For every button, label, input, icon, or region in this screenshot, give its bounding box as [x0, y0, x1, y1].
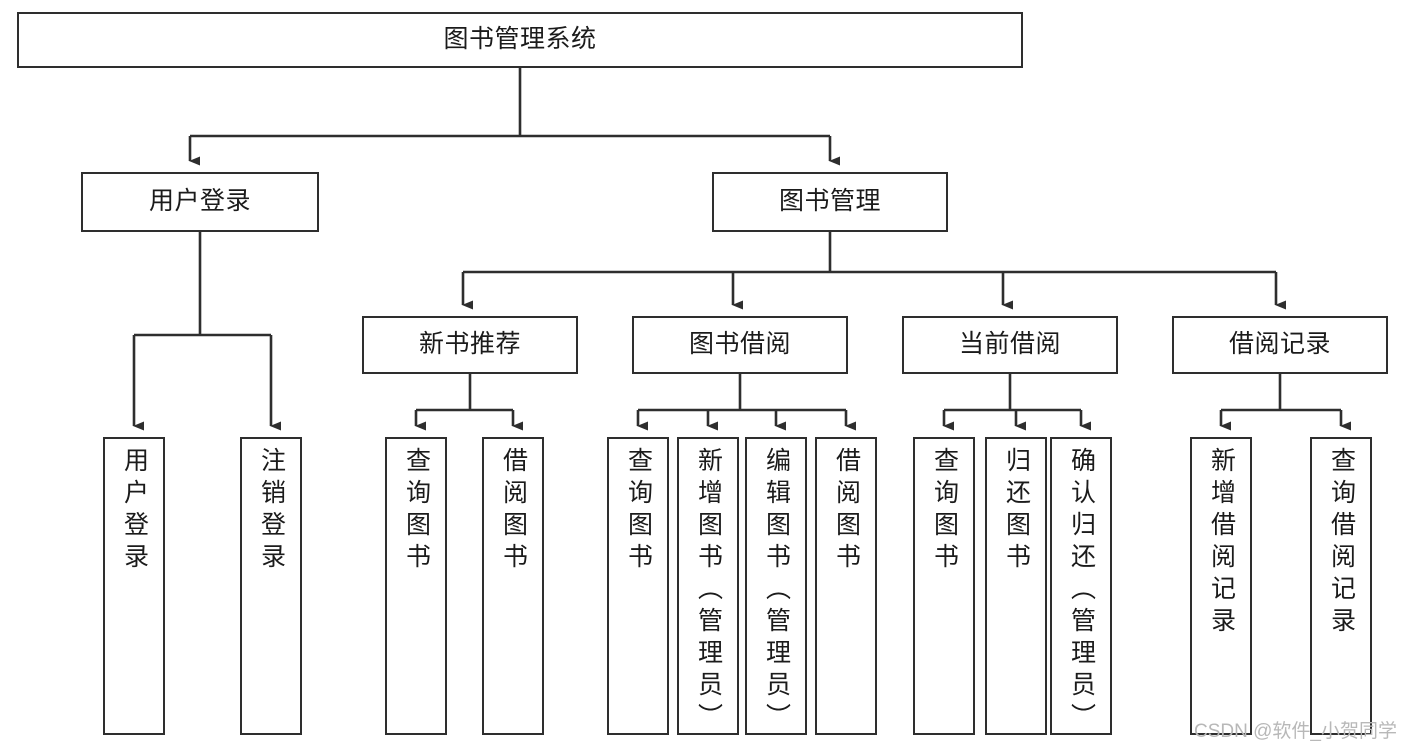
- node-user-login[interactable]: 用户登录: [81, 172, 319, 232]
- node-label-new-book-rec: 新书推荐: [418, 330, 521, 359]
- node-book-borrow[interactable]: 图书借阅: [632, 316, 848, 374]
- node-label-book-manage: 图书管理: [778, 187, 881, 216]
- node-label-root: 图书管理系统: [443, 25, 597, 54]
- node-leaf-user-login[interactable]: 用户登录: [103, 437, 165, 735]
- node-current-borrow[interactable]: 当前借阅: [902, 316, 1118, 374]
- node-leaf-user-logout[interactable]: 注销登录: [240, 437, 302, 735]
- node-label-leaf-user-login: 用户登录: [120, 447, 149, 575]
- node-leaf-borrow-book-2[interactable]: 借阅图书: [815, 437, 877, 735]
- node-label-leaf-edit-book: 编辑图书（管理员）: [762, 447, 791, 735]
- node-label-leaf-add-book: 新增图书（管理员）: [694, 447, 723, 735]
- node-label-user-login: 用户登录: [148, 187, 251, 216]
- node-label-leaf-query-book-1: 查询图书: [402, 447, 431, 575]
- node-label-leaf-query-book-3: 查询图书: [930, 447, 959, 575]
- node-leaf-add-book[interactable]: 新增图书（管理员）: [677, 437, 739, 735]
- node-label-book-borrow: 图书借阅: [688, 330, 791, 359]
- node-label-leaf-borrow-book-1: 借阅图书: [499, 447, 528, 575]
- node-label-borrow-record: 借阅记录: [1228, 330, 1331, 359]
- node-label-leaf-borrow-book-2: 借阅图书: [832, 447, 861, 575]
- connector-paths: [132, 68, 1351, 431]
- node-new-book-rec[interactable]: 新书推荐: [362, 316, 578, 374]
- node-leaf-query-record[interactable]: 查询借阅记录: [1310, 437, 1372, 735]
- node-book-manage[interactable]: 图书管理: [712, 172, 948, 232]
- node-leaf-query-book-2[interactable]: 查询图书: [607, 437, 669, 735]
- node-label-leaf-add-record: 新增借阅记录: [1207, 447, 1236, 639]
- node-leaf-add-record[interactable]: 新增借阅记录: [1190, 437, 1252, 735]
- node-label-leaf-query-book-2: 查询图书: [624, 447, 653, 575]
- node-label-leaf-user-logout: 注销登录: [257, 447, 286, 575]
- node-label-leaf-return-book: 归还图书: [1002, 447, 1031, 575]
- node-label-leaf-query-record: 查询借阅记录: [1327, 447, 1356, 639]
- node-leaf-borrow-book-1[interactable]: 借阅图书: [482, 437, 544, 735]
- node-leaf-return-book[interactable]: 归还图书: [985, 437, 1047, 735]
- node-leaf-query-book-3[interactable]: 查询图书: [913, 437, 975, 735]
- node-label-leaf-confirm-ret: 确认归还（管理员）: [1067, 447, 1096, 735]
- node-borrow-record[interactable]: 借阅记录: [1172, 316, 1388, 374]
- node-leaf-confirm-ret[interactable]: 确认归还（管理员）: [1050, 437, 1112, 735]
- node-root[interactable]: 图书管理系统: [17, 12, 1023, 68]
- node-leaf-query-book-1[interactable]: 查询图书: [385, 437, 447, 735]
- node-leaf-edit-book[interactable]: 编辑图书（管理员）: [745, 437, 807, 735]
- node-label-current-borrow: 当前借阅: [958, 330, 1061, 359]
